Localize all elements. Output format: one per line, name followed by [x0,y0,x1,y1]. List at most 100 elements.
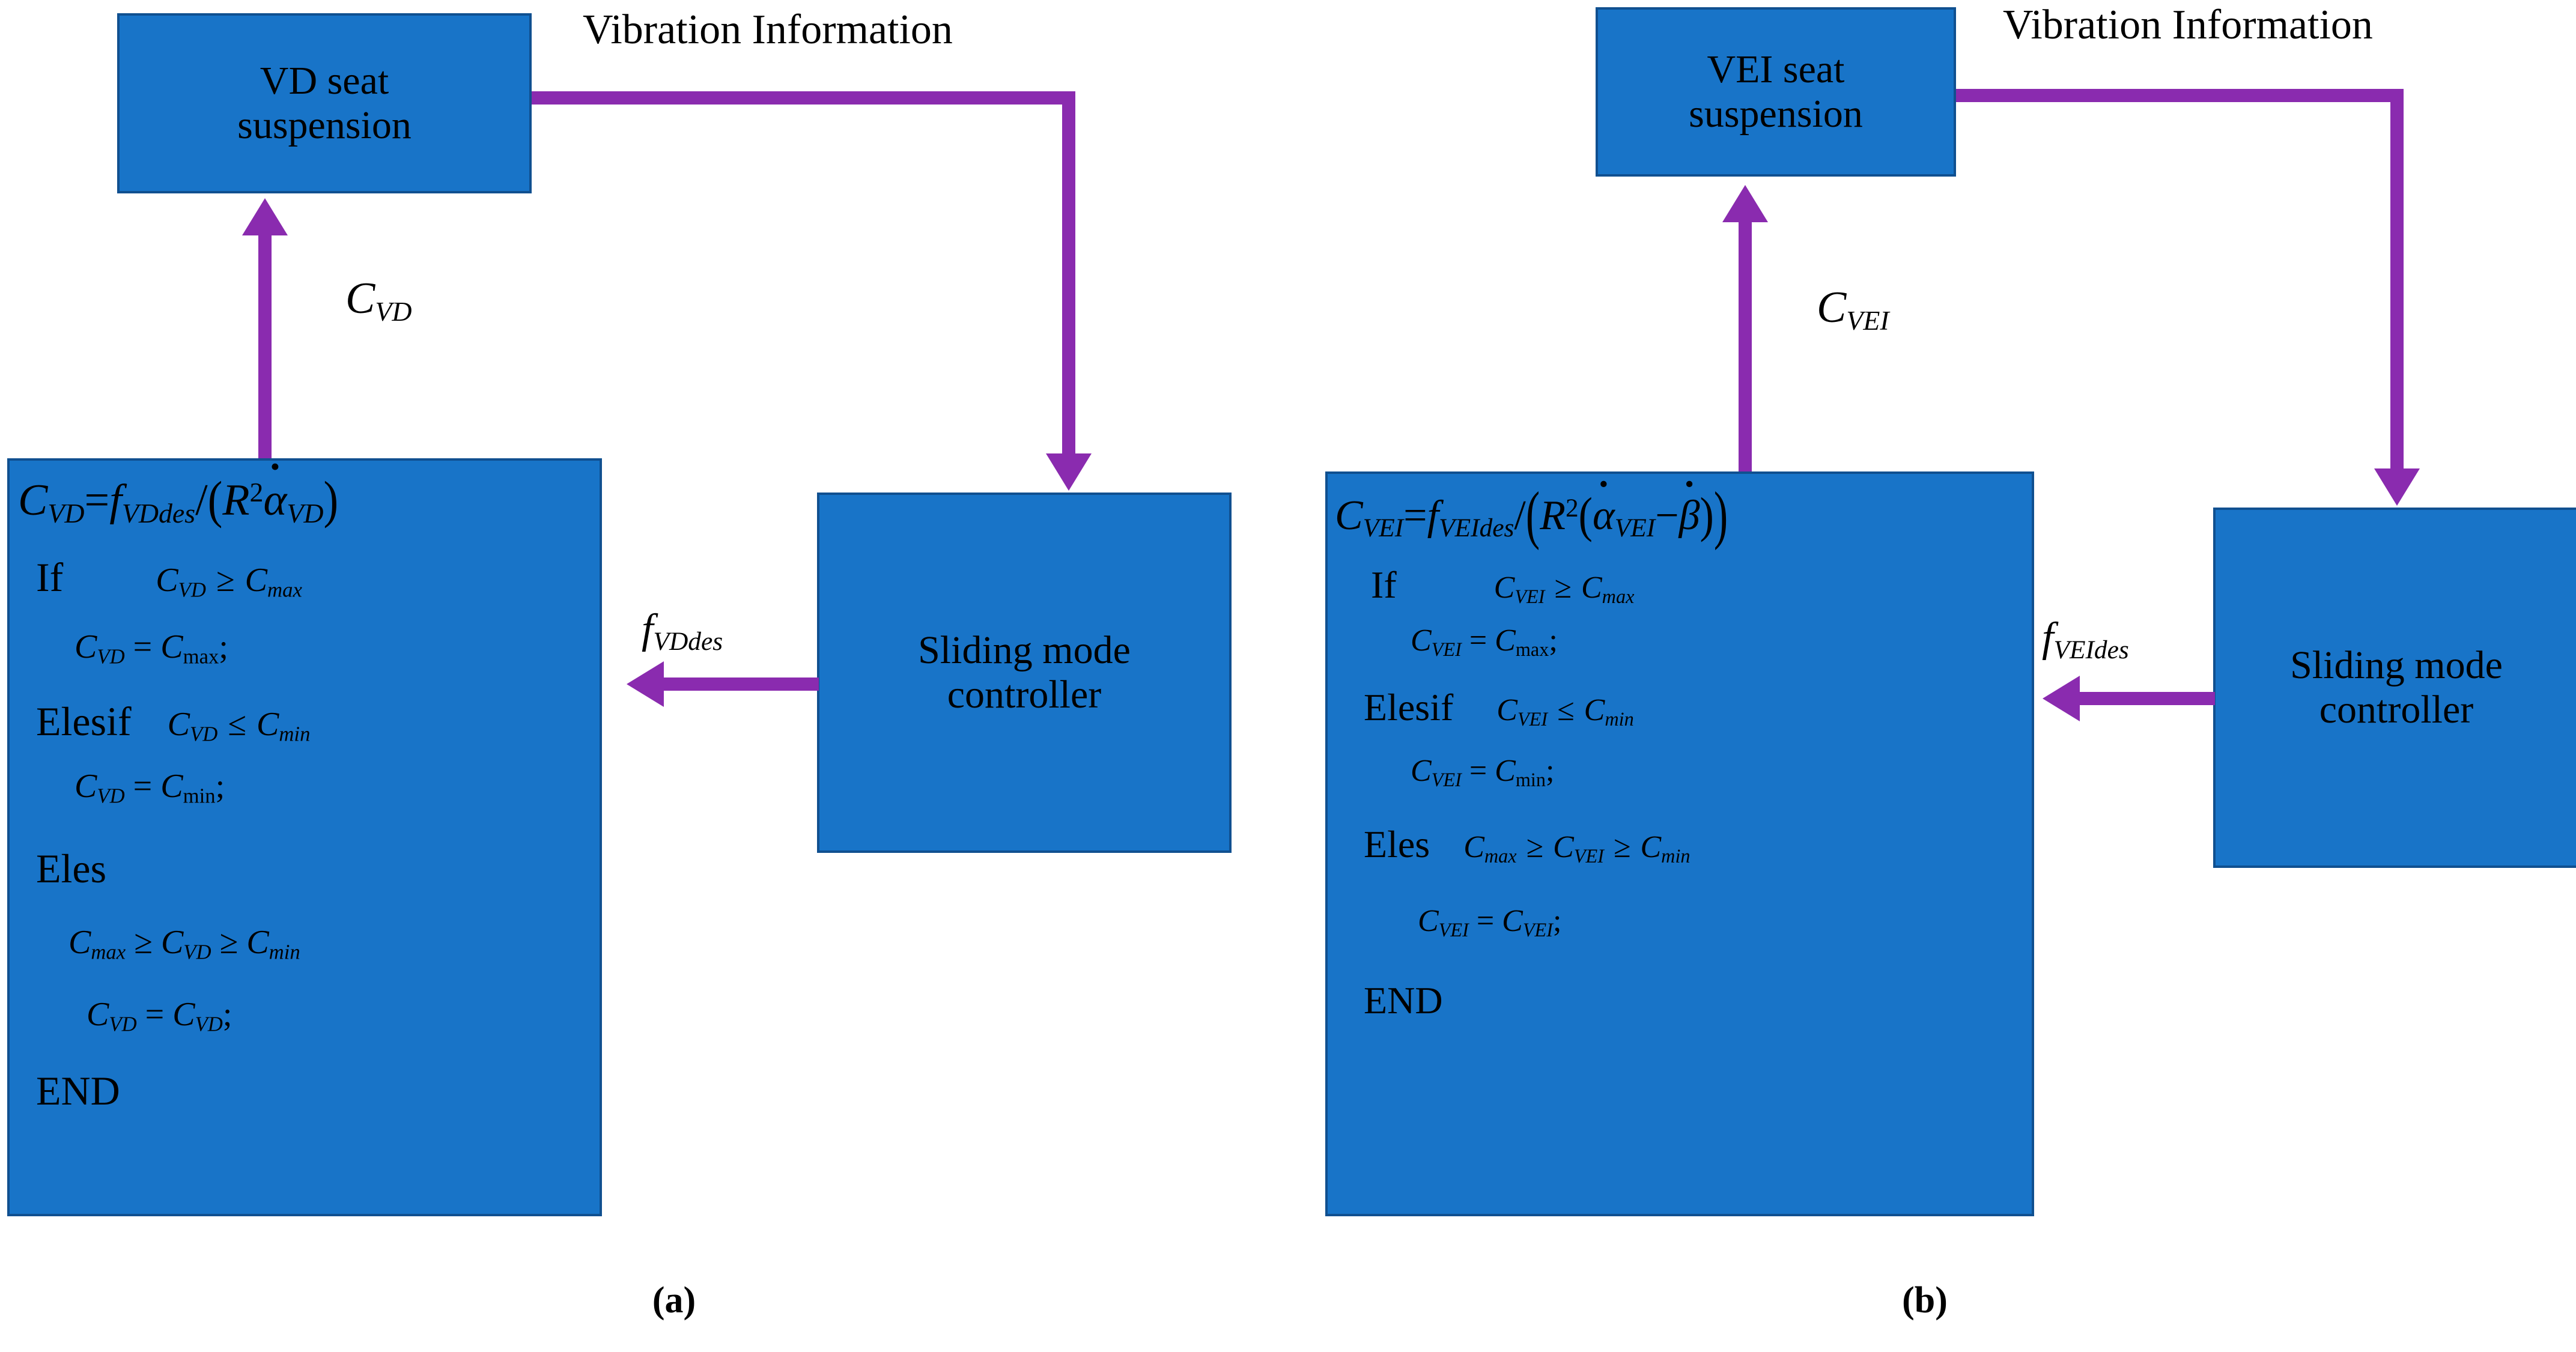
rg-cmax: C [68,924,91,961]
eqb-alpha: α [1592,493,1615,539]
command-arrow-shaft-b [1739,221,1752,473]
eqb-r-pow: 2 [1565,494,1579,523]
vd-algorithm-body: CVD=fVDdes/(R2•αVD) If CVD ≥ Cmax CVD = … [10,453,600,1214]
vei-seat-suspension-label: VEI seat suspension [1598,47,1954,136]
vd-elseif-line: Elesif CVD ≤ Cmin [36,698,310,747]
as-c2-sub: VD [195,1012,223,1036]
vei-else-range-line: Eles Cmax ≥ CVEI ≥ Cmin [1364,822,1690,867]
force-arrow-head-b [2043,676,2080,721]
vd-seat-suspension-box: VD seat suspension [117,13,532,193]
vei-if-line: If CVEI ≥ Cmax [1371,563,1634,608]
ei-c-sub: VD [189,722,218,746]
eqb-slash: / [1514,493,1526,539]
anb-cmin-sub: min [1515,769,1546,791]
smc-line1-b: Sliding mode [2290,643,2503,688]
panel-a: VD seat suspension Vibration Information… [7,7,1232,1321]
vd-range-line: Cmax ≥ CVD ≥ Cmin [68,923,300,965]
anb-semi: ; [1545,754,1555,788]
command-arrow-head-b [1722,185,1768,222]
an-c-sub: VD [97,784,125,808]
anb-cmin: C [1495,754,1516,788]
sliding-mode-controller-box-a: Sliding mode controller [817,493,1232,853]
eib-c-sub: VEI [1517,708,1548,730]
if-ge: ≥ [216,562,235,599]
sliding-mode-controller-label-b: Sliding mode controller [2216,643,2576,732]
rg-cmax-sub: max [91,940,126,964]
sliding-mode-controller-box-b: Sliding mode controller [2213,508,2576,868]
rg-ge1: ≥ [134,924,153,961]
f-subscript-b: VEIdes [2053,635,2129,665]
vd-algorithm-box: CVD=fVDdes/(R2•αVD) If CVD ≥ Cmax CVD = … [7,453,602,1216]
am-cmax: C [160,628,183,665]
force-arrow-shaft-a [664,678,819,691]
amb-c-sub: VEI [1431,638,1462,661]
amb-cmax: C [1495,623,1516,658]
an-eq: = [133,768,153,805]
an-semi: ; [215,768,225,805]
vibration-information-label-a: Vibration Information [583,7,953,53]
amb-c: C [1411,623,1432,658]
f-symbol-a: f [642,606,654,652]
vei-assign-self: CVEI = CVEI; [1418,903,1561,941]
sliding-mode-controller-label-a: Sliding mode controller [819,628,1229,717]
command-arrow-shaft-a [258,234,272,468]
asb-c1: C [1418,904,1439,938]
vd-seat-suspension-line2: suspension [237,103,412,147]
eqb-beta: β [1678,493,1700,539]
rgb-c: C [1553,830,1574,864]
f-vddes-arrow-label: fVDdes [642,605,723,656]
rgb-cmax: C [1463,830,1484,864]
eib-le: ≤ [1557,693,1575,727]
vei-equation: CVEI=fVEIdes/(R2(•αVEI−•β)) [1335,469,1728,551]
asb-c1-sub: VEI [1438,919,1469,941]
ifb-cmax-sub: max [1602,586,1635,608]
panel-b: VEI seat suspension Vibration Informatio… [1288,0,2576,1352]
caption-b: (b) [1902,1280,1948,1321]
asb-eq: = [1476,904,1495,938]
vei-assign-max: CVEI = Cmax; [1411,623,1558,661]
f-veides-arrow-label: fVEIdes [2042,614,2129,665]
vd-assign-min: CVD = Cmin; [74,767,225,808]
if-c-sub: VD [178,578,206,602]
feedback-arrow-vertical-a [1062,91,1075,458]
as-semi: ; [222,996,232,1033]
eqb-f: f [1427,493,1439,539]
c-subscript-b: VEI [1846,305,1889,336]
ei-c: C [167,706,190,743]
ifb-ge: ≥ [1554,571,1572,605]
eib-cmin: C [1584,693,1605,727]
force-arrow-head-a [627,661,664,707]
vei-elseif-line: Elesif CVEI ≤ Cmin [1364,685,1634,730]
amb-semi: ; [1549,623,1558,658]
eq-alpha-sub: VD [287,497,324,529]
as-c2: C [172,996,195,1033]
anb-eq: = [1469,754,1487,788]
eq-equals: = [84,476,110,525]
as-c1: C [87,996,109,1033]
feedback-arrow-horizontal-a [532,91,1075,105]
eqb-r: R [1540,493,1566,539]
rgb-cmax-sub: max [1484,845,1517,867]
eqb-c-sub: VEI [1362,514,1404,543]
c-subscript: VD [375,296,412,327]
eib-c: C [1496,693,1517,727]
ifb-cmax: C [1581,571,1602,605]
eq-slash: / [195,476,208,525]
c-vd-arrow-label: CVD [345,273,412,327]
eq-alpha: α [263,476,287,525]
vd-else-line: Eles [36,846,107,891]
if-c: C [156,562,178,599]
eqb-alpha-sub: VEI [1614,514,1656,543]
anb-c: C [1411,754,1432,788]
if-cmax: C [245,562,268,599]
am-c: C [74,628,97,665]
smc-line1-a: Sliding mode [918,628,1131,673]
vei-seat-suspension-line1: VEI seat [1707,47,1845,92]
an-cmin-sub: min [183,784,216,808]
vei-assign-min: CVEI = Cmin; [1411,753,1554,791]
an-cmin: C [160,768,183,805]
rg-cmin: C [246,924,269,961]
smc-line2-b: controller [2319,688,2474,732]
am-cmax-sub: max [183,644,219,668]
